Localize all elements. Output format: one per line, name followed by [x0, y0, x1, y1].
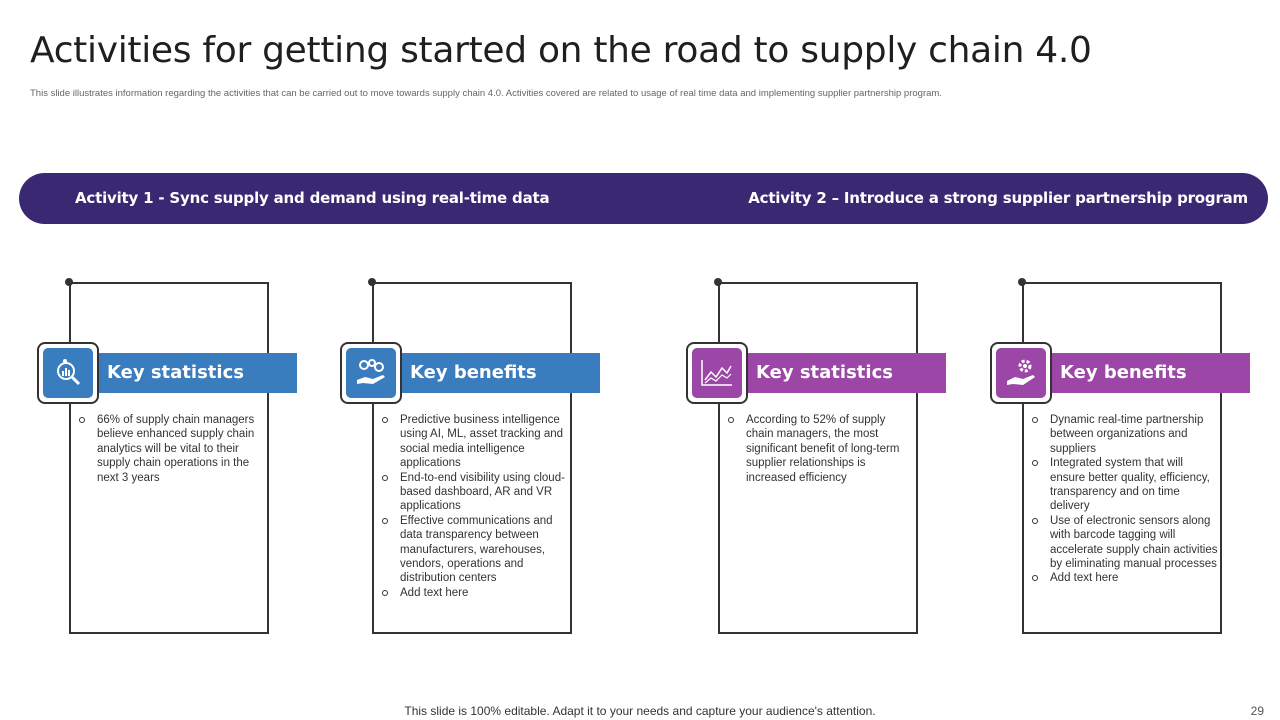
card-key-statistics-1: Key statistics 66% of supply chain manag… [37, 278, 297, 638]
card-icon-frame [37, 342, 99, 404]
card-heading: Key benefits [410, 362, 537, 383]
card-frame [372, 282, 572, 634]
card-heading: Key statistics [756, 362, 893, 383]
connector-dot [368, 278, 376, 286]
card-icon-frame [686, 342, 748, 404]
card-icon-frame [340, 342, 402, 404]
card-bullet-list: Dynamic real-time partnership between or… [1030, 413, 1220, 586]
list-item: 66% of supply chain managers believe enh… [77, 413, 267, 485]
list-item: Dynamic real-time partnership between or… [1030, 413, 1220, 456]
list-item: Predictive business intelligence using A… [380, 413, 570, 471]
activity-banner: Activity 1 - Sync supply and demand usin… [19, 173, 1268, 224]
list-item: Add text here [380, 586, 570, 600]
connector-dot [1018, 278, 1026, 286]
hand-gears-icon [346, 348, 396, 398]
list-item: Use of electronic sensors along with bar… [1030, 514, 1220, 572]
card-frame [69, 282, 269, 634]
activity-2-label: Activity 2 – Introduce a strong supplier… [748, 189, 1248, 207]
card-header: Key benefits [1050, 353, 1250, 393]
list-item: Add text here [1030, 571, 1220, 585]
card-header: Key statistics [97, 353, 297, 393]
list-item: Integrated system that will ensure bette… [1030, 456, 1220, 514]
analytics-magnifier-icon [43, 348, 93, 398]
connector-dot [65, 278, 73, 286]
card-frame [718, 282, 918, 634]
card-bullet-list: Predictive business intelligence using A… [380, 413, 570, 600]
footer-note: This slide is 100% editable. Adapt it to… [404, 704, 876, 718]
line-chart-icon [692, 348, 742, 398]
card-bullet-list: 66% of supply chain managers believe enh… [77, 413, 267, 485]
card-header: Key benefits [400, 353, 600, 393]
card-frame [1022, 282, 1222, 634]
card-icon-frame [990, 342, 1052, 404]
connector-dot [714, 278, 722, 286]
card-bullet-list: According to 52% of supply chain manager… [726, 413, 916, 485]
hand-gear-icon [996, 348, 1046, 398]
slide-title: Activities for getting started on the ro… [30, 30, 1092, 71]
activity-1-label: Activity 1 - Sync supply and demand usin… [75, 189, 550, 207]
card-heading: Key statistics [107, 362, 244, 383]
page-number: 29 [1250, 704, 1264, 718]
list-item: End-to-end visibility using cloud-based … [380, 471, 570, 514]
card-key-benefits-1: Key benefits Predictive business intelli… [340, 278, 600, 638]
slide-subtitle: This slide illustrates information regar… [30, 88, 942, 99]
card-key-benefits-2: Key benefits Dynamic real-time partnersh… [990, 278, 1250, 638]
list-item: Effective communications and data transp… [380, 514, 570, 586]
card-heading: Key benefits [1060, 362, 1187, 383]
card-header: Key statistics [746, 353, 946, 393]
card-key-statistics-2: Key statistics According to 52% of suppl… [686, 278, 946, 638]
list-item: According to 52% of supply chain manager… [726, 413, 916, 485]
